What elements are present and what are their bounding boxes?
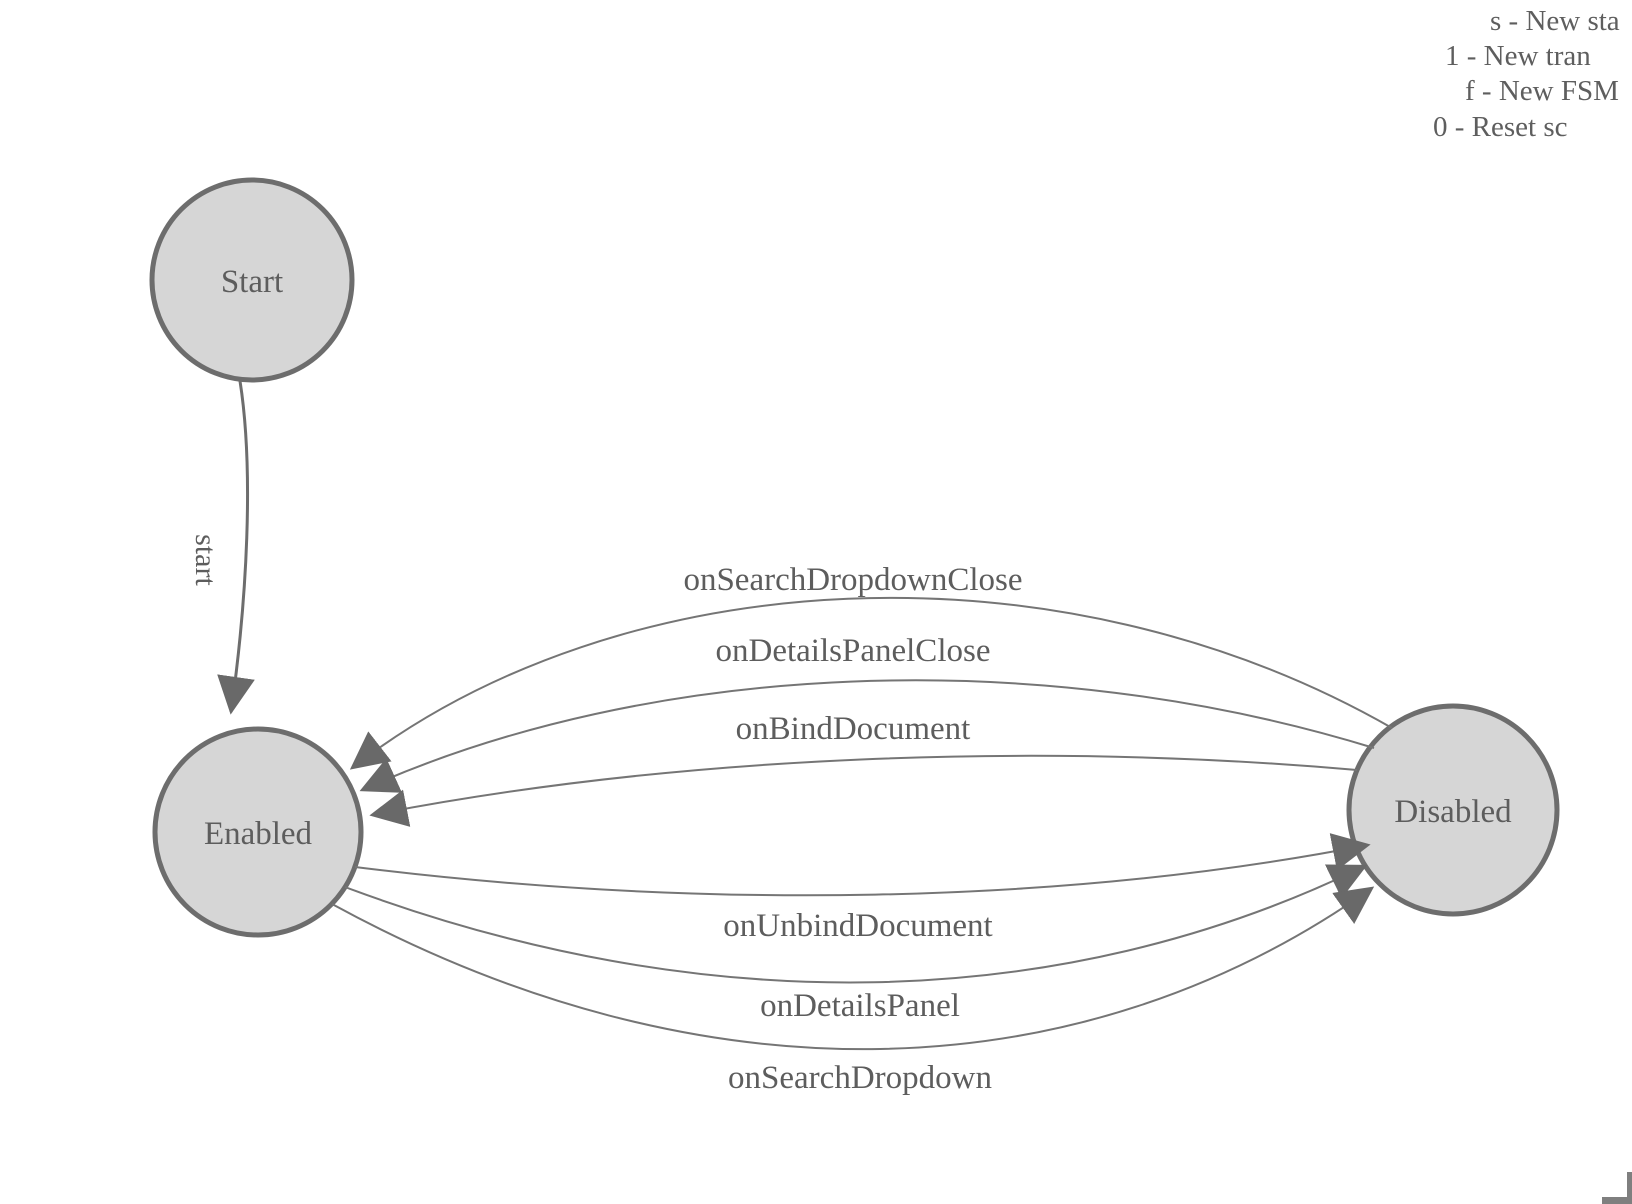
state-label-start: Start (221, 264, 283, 300)
transition-edge-onDetailsPanel[interactable] (344, 864, 1368, 984)
transition-onBindDocument: onBindDocument (369, 711, 1358, 827)
state-circle-enabled[interactable] (152, 726, 364, 938)
transition-label-onSearchDropdownClose[interactable]: onSearchDropdownClose (683, 562, 1022, 598)
transition-label-onDetailsPanelClose[interactable]: onDetailsPanelClose (716, 633, 991, 669)
transition-label-onUnbindDocument[interactable]: onUnbindDocument (723, 908, 992, 944)
state-label-enabled: Enabled (204, 816, 313, 852)
transition-onSearchDropdown: onSearchDropdown (331, 886, 1375, 1096)
transition-onSearchDropdownClose: onSearchDropdownClose (349, 562, 1393, 770)
transition-label-start[interactable]: start (189, 534, 222, 586)
state-circle-disabled[interactable] (1346, 703, 1560, 917)
transition-label-onSearchDropdown[interactable]: onSearchDropdown (728, 1060, 992, 1096)
transition-start-to-enabled: start (189, 380, 255, 715)
state-circle-start[interactable] (149, 177, 355, 383)
corner-bracket-horizontal (1602, 1197, 1632, 1204)
transition-edge-start[interactable] (217, 380, 255, 715)
state-node-disabled[interactable]: Disabled (1346, 703, 1560, 917)
corner-bracket-vertical (1627, 1172, 1632, 1204)
state-node-enabled[interactable]: Enabled (152, 726, 364, 938)
transition-edge-onDetailsPanelClose[interactable] (359, 679, 1375, 793)
transition-edge-onSearchDropdownClose[interactable] (349, 596, 1393, 770)
transition-label-onDetailsPanel[interactable]: onDetailsPanel (760, 988, 960, 1024)
state-label-disabled: Disabled (1394, 794, 1512, 830)
transition-onUnbindDocument: onUnbindDocument (354, 833, 1371, 944)
transition-onDetailsPanelClose: onDetailsPanelClose (359, 633, 1375, 793)
transition-onDetailsPanel: onDetailsPanel (344, 864, 1368, 1024)
corner-bracket (1602, 1172, 1632, 1204)
transition-label-onBindDocument[interactable]: onBindDocument (736, 711, 971, 747)
state-node-start[interactable]: Start (149, 177, 355, 383)
transition-edge-onUnbindDocument[interactable] (354, 833, 1371, 897)
transition-edge-onBindDocument[interactable] (369, 754, 1358, 827)
transition-edge-onSearchDropdown[interactable] (331, 886, 1375, 1051)
